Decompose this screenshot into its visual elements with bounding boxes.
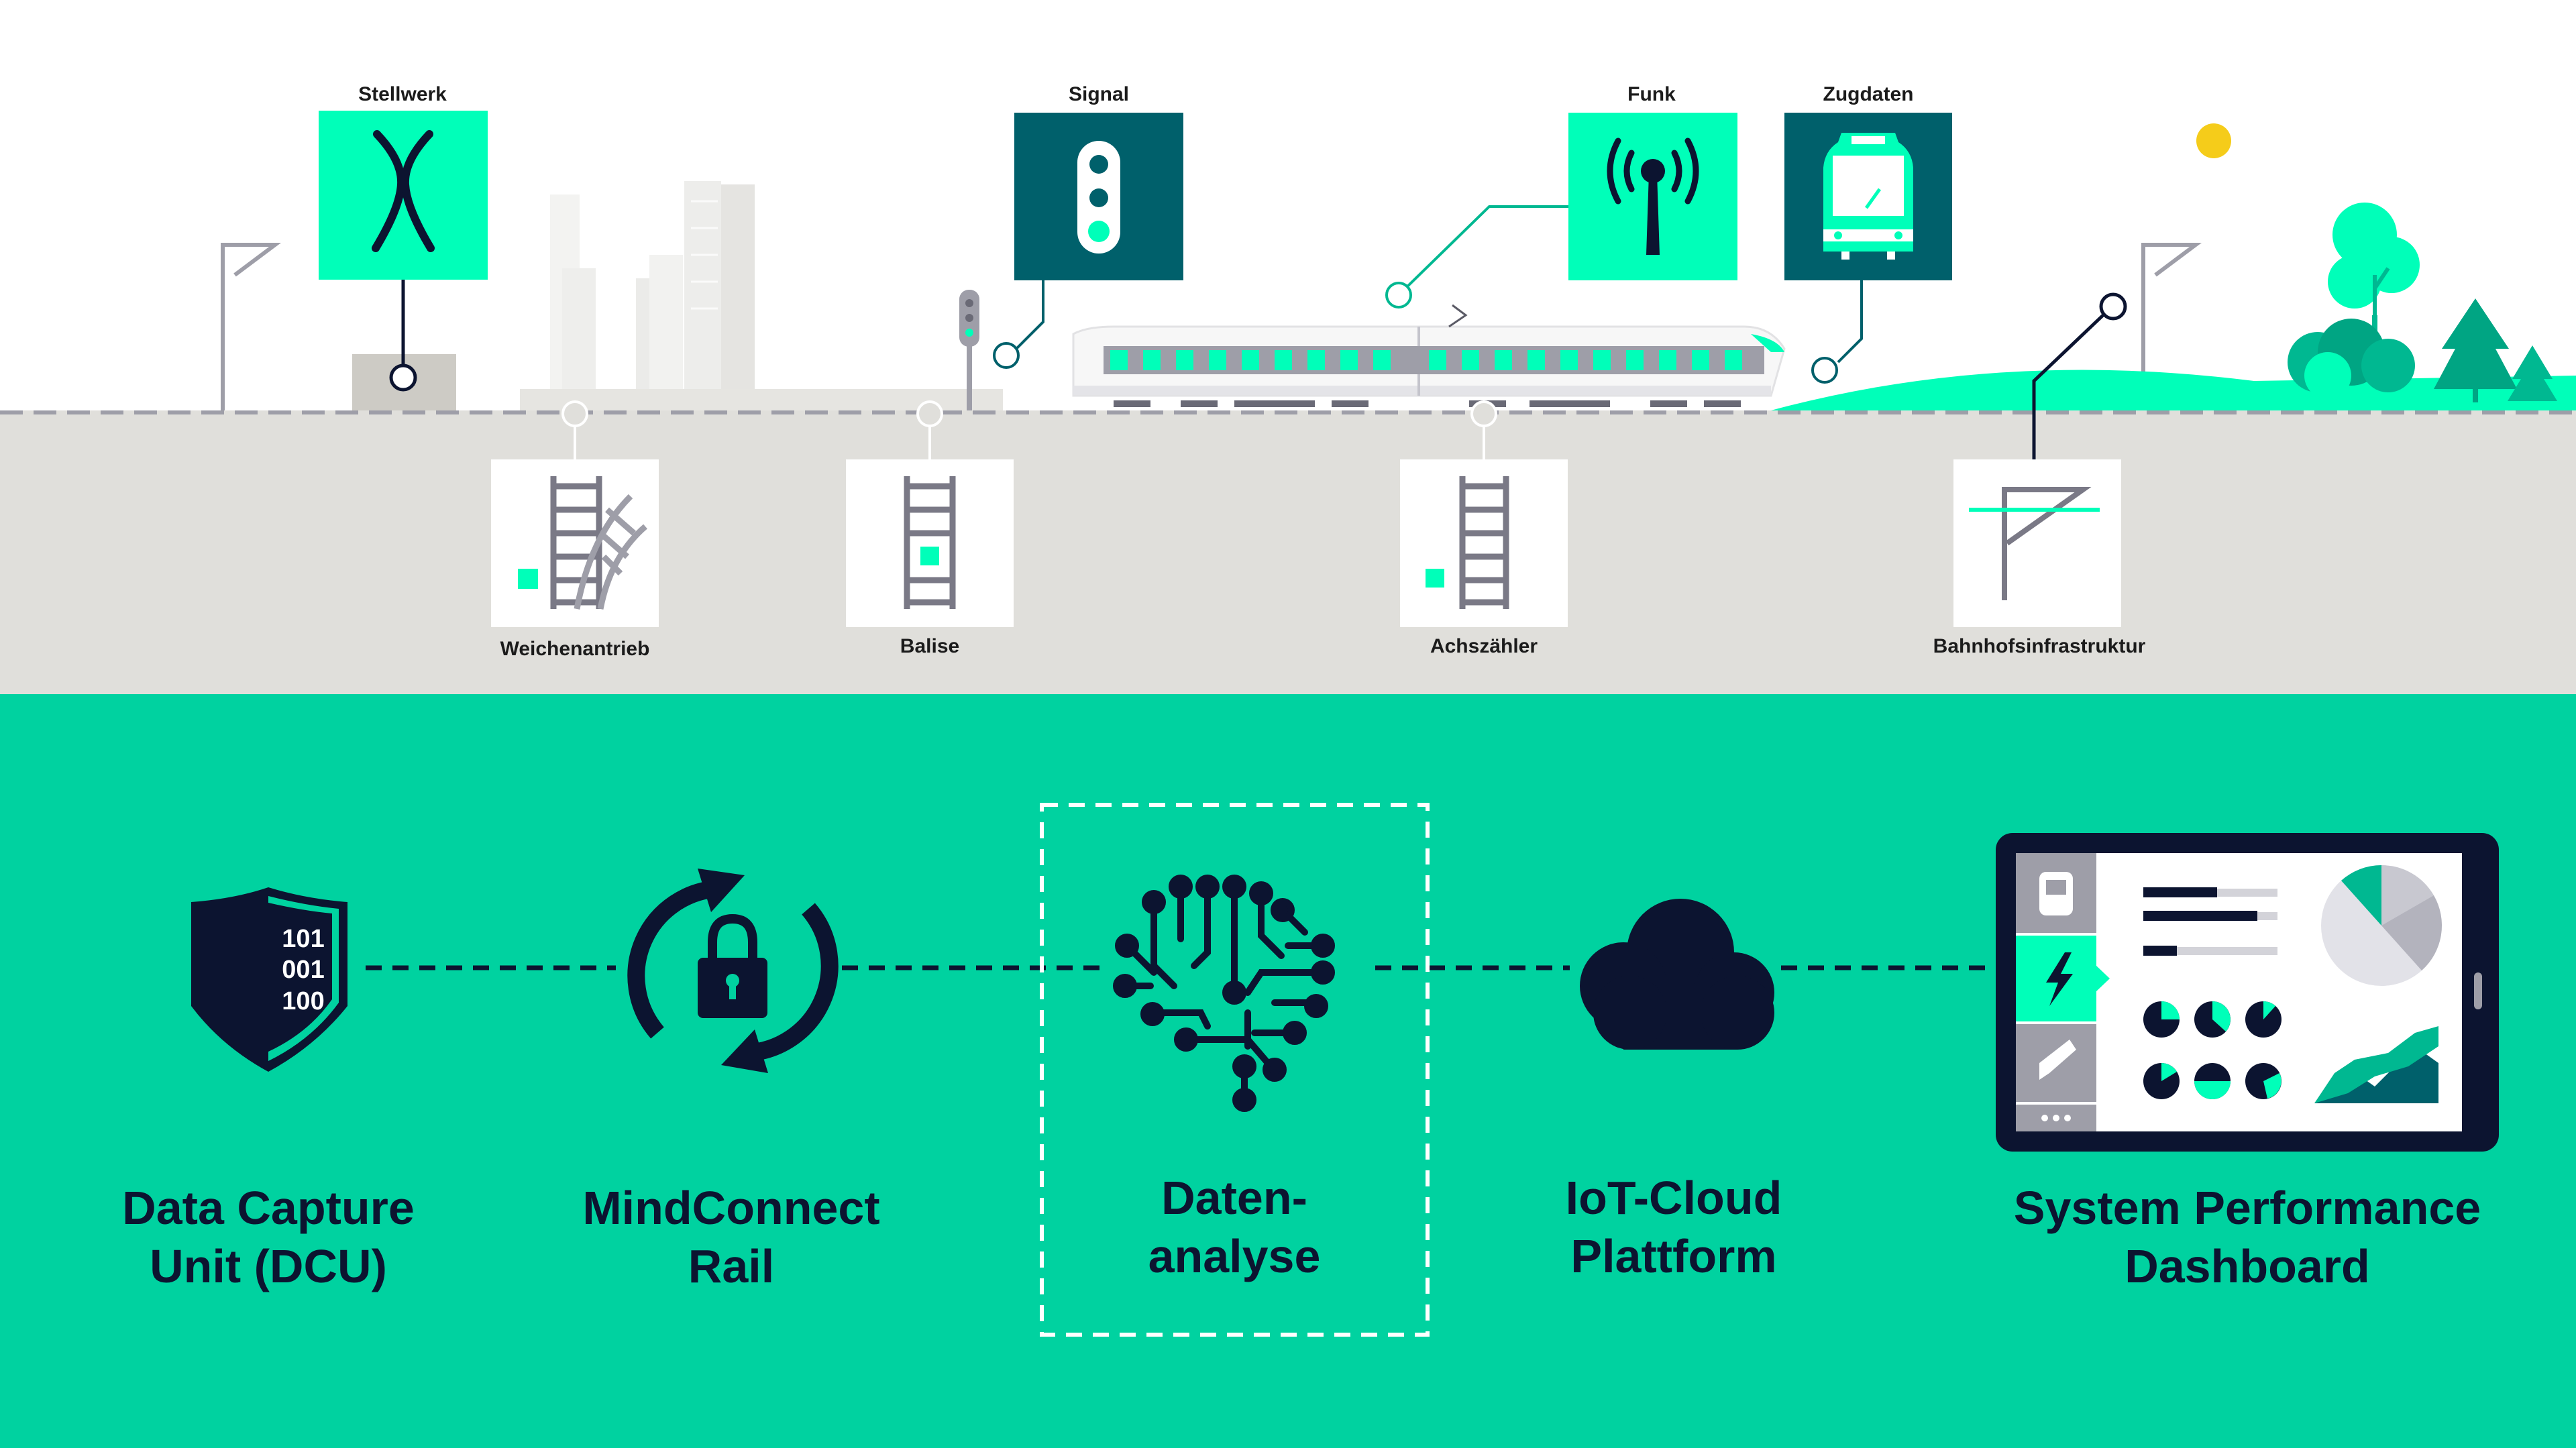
train-front-icon <box>1823 133 1913 260</box>
node-achszaehler: Achszähler <box>1400 400 1568 657</box>
dcu-label-line2: Unit (DCU) <box>150 1240 387 1292</box>
achszaehler-label: Achszähler <box>1430 635 1538 657</box>
mindconnect-label-line2: Rail <box>688 1240 774 1292</box>
signal-label: Signal <box>1069 83 1129 105</box>
balise-track-icon <box>904 476 956 609</box>
switch-icon <box>372 130 435 252</box>
datenanalyse-label-line1: Daten- <box>1161 1172 1307 1224</box>
flag-pole-left-icon <box>221 243 281 410</box>
iot-label-line2: Plattform <box>1570 1230 1776 1282</box>
node-bahnhof: Bahnhofsinfrastruktur <box>1933 292 2146 657</box>
dashboard-label-line1: System Performance <box>2014 1182 2481 1234</box>
traffic-light-icon <box>1077 141 1120 254</box>
funk-label: Funk <box>1627 83 1676 105</box>
binary-row-3: 100 <box>282 987 324 1015</box>
node-funk: Funk <box>1385 83 1737 309</box>
flow-iot: IoT-Cloud Plattform <box>1566 899 1782 1282</box>
dashboard-label-line2: Dashboard <box>2125 1240 2370 1292</box>
cloud-icon <box>1580 899 1774 1050</box>
flow-dcu: 101 001 100 Data Capture Unit (DCU) <box>122 887 415 1292</box>
highlight-dashed-frame <box>1040 803 1430 1337</box>
shield-binary-icon: 101 001 100 <box>191 887 347 1072</box>
sun-icon <box>2196 123 2231 158</box>
tablet-dashboard-icon <box>1996 833 2499 1152</box>
switch-track-icon <box>518 476 647 610</box>
node-zugdaten: Zugdaten <box>1784 83 1952 384</box>
pine-tree-icon <box>2434 298 2517 402</box>
stellwerk-label: Stellwerk <box>358 83 447 105</box>
bahnhof-label: Bahnhofsinfrastruktur <box>1933 635 2146 657</box>
flow-mindconnect: MindConnect Rail <box>582 869 880 1292</box>
weichenantrieb-label: Weichenantrieb <box>500 638 650 660</box>
tree-round-icon <box>2328 203 2420 386</box>
mindconnect-label-line1: MindConnect <box>582 1182 879 1234</box>
zugdaten-label: Zugdaten <box>1823 83 1914 105</box>
binary-row-1: 101 <box>282 925 324 953</box>
train-icon <box>1072 304 1786 407</box>
pine-tree-small-icon <box>2508 345 2557 401</box>
signal-post-icon <box>959 290 979 410</box>
radio-antenna-icon <box>1607 137 1699 255</box>
lock-sync-icon <box>627 869 839 1073</box>
brain-circuit-icon <box>1113 875 1335 1112</box>
datenanalyse-label-line2: analyse <box>1148 1230 1321 1282</box>
bush-icon <box>2288 319 2415 399</box>
flow-datenanalyse: Daten- analyse <box>1040 803 1430 1337</box>
node-stellwerk: Stellwerk <box>319 83 488 392</box>
dcu-label-line1: Data Capture <box>122 1182 415 1234</box>
binary-row-2: 001 <box>282 956 324 984</box>
node-weichenantrieb: Weichenantrieb <box>491 400 659 660</box>
node-signal: Signal <box>993 83 1183 369</box>
bahnhof-box <box>1953 459 2121 627</box>
flow-dashboard: System Performance Dashboard <box>1996 833 2499 1292</box>
balise-label: Balise <box>900 635 959 657</box>
city-buildings <box>520 181 1003 410</box>
axle-counter-track-icon <box>1426 476 1509 609</box>
iot-label-line1: IoT-Cloud <box>1566 1172 1782 1224</box>
station-pole-icon <box>1969 487 2100 600</box>
node-balise: Balise <box>846 400 1014 657</box>
ground <box>0 410 2576 694</box>
